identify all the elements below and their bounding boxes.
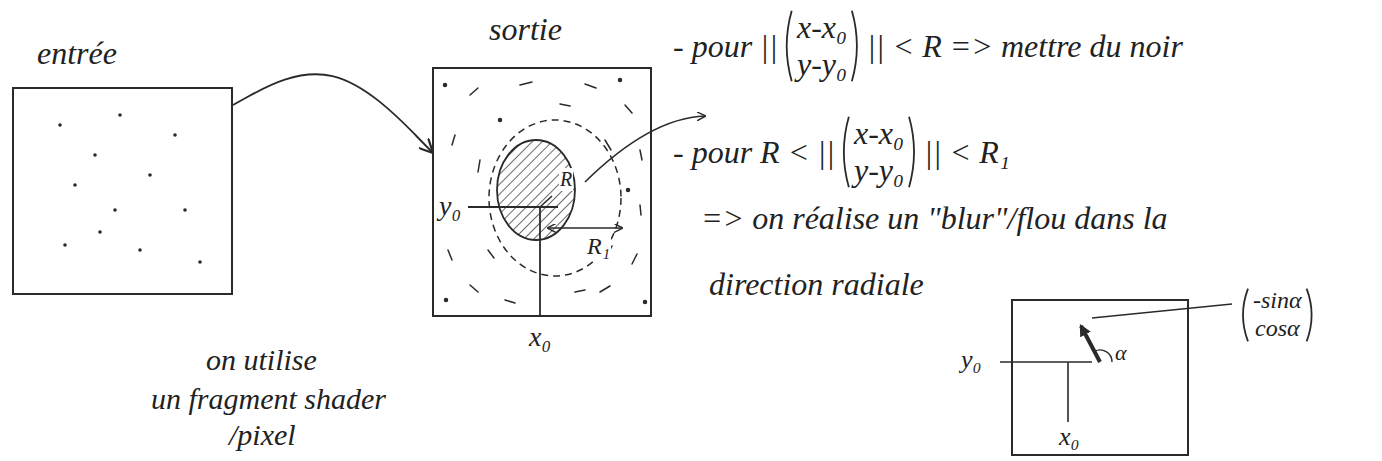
radial-blur-strokes xyxy=(619,79,622,82)
vector-component: -sinα xyxy=(1252,287,1303,315)
radial-blur-strokes xyxy=(478,160,480,172)
radius-arrow xyxy=(548,227,622,229)
image-heading: sortie xyxy=(488,11,563,48)
radial-blur-strokes xyxy=(499,119,502,122)
radial-blur-strokes xyxy=(444,79,647,304)
note-text: on utilise xyxy=(205,343,318,378)
note-text: => on réalise un "blur"/flou dans la xyxy=(700,200,1169,237)
bracket xyxy=(787,11,792,81)
formula-part: - pour || xyxy=(672,28,779,65)
vector-component: cosα xyxy=(1254,315,1301,343)
axis-label: y₀ xyxy=(960,345,983,375)
radial-blur-strokes xyxy=(448,250,452,260)
bracket xyxy=(909,117,914,187)
input-dots xyxy=(118,113,122,117)
image-heading: entrée xyxy=(36,35,118,72)
angle-arc xyxy=(1094,350,1112,362)
radius-label: R xyxy=(559,168,573,191)
bracket xyxy=(1307,289,1312,342)
input-dots xyxy=(58,123,62,127)
input-dots xyxy=(183,208,187,212)
direction-arrow xyxy=(1081,326,1100,362)
radial-blur-strokes xyxy=(452,135,455,145)
note-text: un fragment shader xyxy=(150,382,387,417)
detail-box xyxy=(1012,300,1188,455)
y-axis-line xyxy=(1000,361,1092,363)
input-image: entrée xyxy=(12,87,233,295)
radial-blur-strokes xyxy=(560,104,570,106)
input-dots xyxy=(113,208,117,212)
input-dots xyxy=(98,230,102,234)
bracket xyxy=(852,11,857,81)
radial-blur-strokes xyxy=(600,286,610,292)
radial-blur-strokes xyxy=(444,84,447,87)
bracket xyxy=(844,117,849,187)
formula-part: y-y₀ xyxy=(853,152,905,189)
radial-blur-strokes xyxy=(625,105,632,113)
axis-label: y₀ xyxy=(438,190,462,222)
radial-blur-strokes xyxy=(470,285,478,292)
radial-blur-strokes xyxy=(575,290,585,292)
radial-blur-strokes xyxy=(470,88,478,95)
radial-blur-strokes xyxy=(445,299,448,302)
input-dots xyxy=(173,133,177,137)
input-dots xyxy=(148,173,152,177)
radial-blur-strokes xyxy=(627,189,630,192)
radius-line xyxy=(540,196,552,207)
bracket xyxy=(1243,289,1248,342)
note-text: direction radiale xyxy=(708,266,925,303)
input-dots xyxy=(58,113,202,264)
formula-part: x-x₀ xyxy=(853,115,905,152)
input-dots xyxy=(198,260,202,264)
radial-blur-strokes xyxy=(505,300,515,303)
radial-blur-strokes xyxy=(640,205,641,215)
formula-part: || < R => mettre du noir xyxy=(866,28,1184,65)
radius-label: R₁ xyxy=(586,233,611,261)
radial-blur-strokes xyxy=(632,254,637,264)
input-dots xyxy=(63,243,67,247)
formula-part: - pour R < || xyxy=(672,134,836,171)
output-image: sortie xyxy=(432,67,652,317)
blur-ring xyxy=(489,120,621,276)
leader-line xyxy=(1092,304,1232,318)
note-text: /pixel xyxy=(228,418,297,453)
black-disc xyxy=(497,140,575,240)
formula-part: y-y₀ xyxy=(796,46,848,83)
x-axis-line xyxy=(1067,362,1069,422)
radial-blur-strokes xyxy=(644,301,647,304)
angle-label: α xyxy=(1114,340,1128,365)
radial-blur-strokes xyxy=(488,250,494,258)
formula-part: || < R₁ xyxy=(923,134,1011,171)
input-dots xyxy=(73,183,77,187)
input-dots xyxy=(138,248,142,252)
y-axis-line xyxy=(468,206,558,208)
input-dots xyxy=(93,153,97,157)
radial-blur-strokes xyxy=(585,84,596,88)
axis-label: x₀ xyxy=(528,321,552,353)
flow-arrow xyxy=(233,74,432,152)
radial-blur-strokes xyxy=(640,150,642,160)
axis-label: x₀ xyxy=(1058,422,1081,452)
formula-part: x-x₀ xyxy=(796,9,848,46)
radial-blur-strokes xyxy=(520,82,532,85)
x-axis-line xyxy=(539,207,541,317)
